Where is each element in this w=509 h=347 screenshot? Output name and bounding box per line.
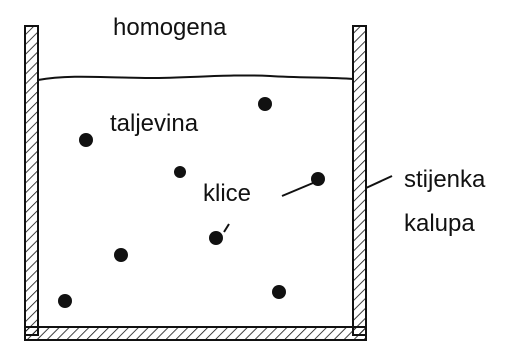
nucleus-dot <box>174 166 186 178</box>
mold-bottom-wall <box>24 326 367 341</box>
nucleus-dot <box>209 231 223 245</box>
mold-right-wall <box>352 25 367 336</box>
label-taljevina: taljevina <box>110 110 199 137</box>
nucleus-dot <box>58 294 72 308</box>
label-stijenka: stijenka <box>404 166 486 193</box>
stijenka-pointer-line <box>365 175 393 189</box>
mold-left-wall <box>24 25 39 336</box>
klice-pointer-line-lower <box>223 223 230 233</box>
label-klice: klice <box>203 180 252 207</box>
nucleus-dot <box>258 97 272 111</box>
label-homogena: homogena <box>113 14 227 41</box>
label-kalupa: kalupa <box>404 210 475 237</box>
nucleus-dot <box>114 248 128 262</box>
nuclei-group <box>58 97 325 308</box>
melt-surface-line <box>37 74 354 81</box>
klice-pointer-line <box>281 182 314 197</box>
nucleus-dot <box>272 285 286 299</box>
nucleus-dot <box>79 133 93 147</box>
nucleus-dot <box>311 172 325 186</box>
